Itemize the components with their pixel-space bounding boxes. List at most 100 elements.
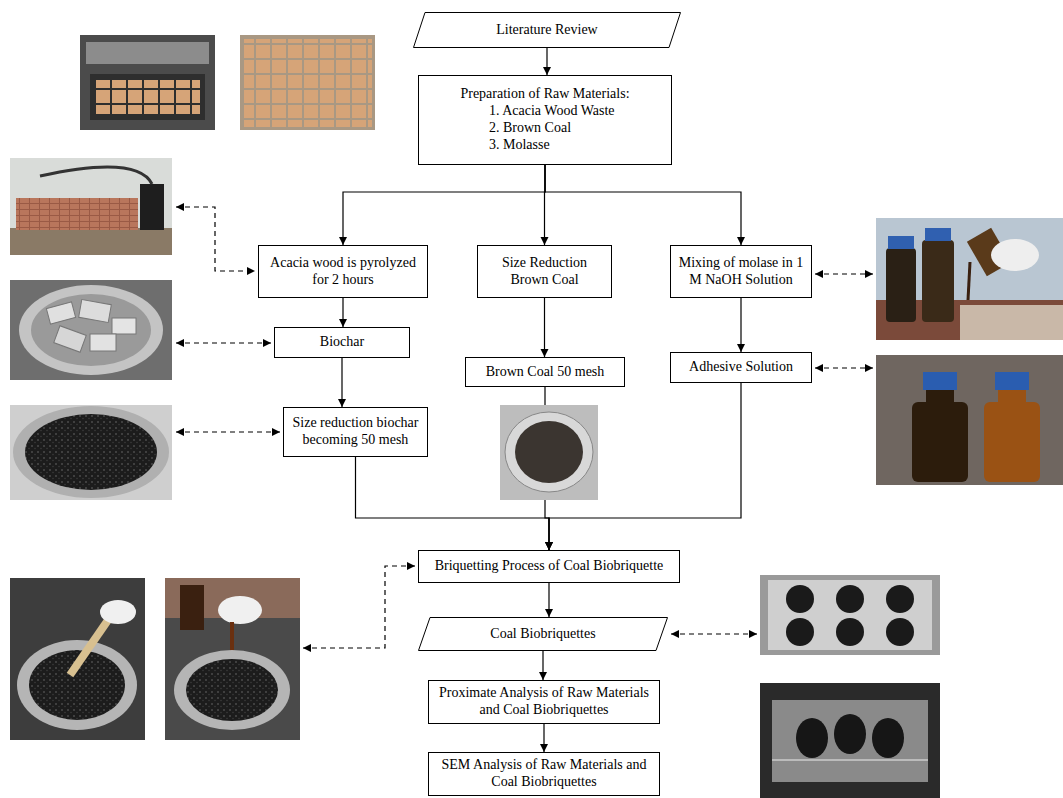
oven-photo-part (86, 42, 209, 64)
mixing-photo-part (10, 578, 145, 740)
briquettes-tray-photo-part (836, 585, 864, 613)
sieve-photo-part (515, 421, 583, 483)
parallelogram-shape (414, 13, 681, 48)
briquettes-oven-photo-part (796, 718, 828, 758)
biochar-photo-part (90, 334, 116, 351)
parallelogram-shape (419, 618, 668, 651)
flow-arrow (740, 298, 741, 352)
dashed-leader-part (815, 273, 873, 274)
dashed-leader-part (176, 207, 255, 271)
flow-arrow (342, 298, 343, 327)
node-label: Mixing of molase in 1 M NaOH Solution (677, 255, 805, 289)
bottles-photo-part (995, 372, 1029, 390)
briquettes-tray-photo-part (786, 585, 814, 613)
granules-photo (10, 405, 172, 500)
kiln-photo-part (16, 198, 138, 230)
biochar-photo (10, 280, 172, 380)
oven-photo (80, 35, 215, 130)
process-box: Brown Coal 50 mesh (465, 357, 625, 387)
pouring-photo-part (876, 218, 1063, 340)
briquettes-oven-photo (760, 683, 940, 798)
flow-arrow (546, 48, 547, 75)
dashed-leader-part (815, 367, 873, 368)
briquettes-tray-photo-part (836, 618, 864, 646)
node-label: Proximate Analysis of Raw Materials and … (435, 685, 653, 719)
node-label: Coal Biobriquettes (490, 626, 595, 643)
bottles-photo-part (984, 402, 1040, 482)
oven-photo-part (96, 80, 200, 114)
briquettes-tray-photo-part (768, 580, 932, 650)
pouring-photo-part (886, 248, 916, 322)
pouring-photo-part (888, 236, 914, 249)
briquettes-tray-photo-part (760, 575, 940, 655)
briquettes-tray-photo-part (886, 585, 914, 613)
mixing-photo-part (100, 600, 136, 624)
biochar-photo-part (54, 326, 86, 352)
node-label: Adhesive Solution (689, 359, 793, 376)
pouring-photo (876, 218, 1063, 340)
kiln-photo-part (40, 167, 152, 184)
flow-arrow (542, 651, 543, 680)
pouring-photo-part (922, 240, 954, 322)
adhesive-pouring-photo-part (218, 596, 262, 624)
list-item: 3. Molasse (489, 137, 550, 154)
process-box: Adhesive Solution (670, 352, 812, 383)
process-box: Size Reduction Brown Coal (477, 245, 612, 298)
flow-arrow (343, 165, 545, 245)
flow-arrow (341, 358, 342, 407)
process-box: Biochar (274, 327, 410, 358)
flow-arrow (548, 583, 549, 617)
node-label: Brown Coal 50 mesh (486, 364, 605, 381)
process-box: SEM Analysis of Raw Materials and Coal B… (428, 752, 660, 796)
wood-blocks-photo-part (244, 39, 372, 127)
process-box: Mixing of molase in 1 M NaOH Solution (670, 245, 812, 298)
process-box: Proximate Analysis of Raw Materials and … (428, 680, 660, 724)
adhesive-pouring-photo-part (165, 578, 300, 740)
kiln-photo-part (10, 158, 172, 255)
node-label: Biochar (320, 334, 364, 351)
node-label: Size reduction biochar becoming 50 mesh (290, 415, 421, 449)
granules-photo-part (25, 414, 157, 490)
briquettes-tray-photo-part (786, 618, 814, 646)
list-item: 1. Acacia Wood Waste (489, 103, 615, 120)
wood-blocks-photo-part (240, 35, 375, 130)
adhesive-pouring-photo-part (180, 585, 204, 630)
io-parallelogram: Coal Biobriquettes (418, 617, 668, 651)
node-label: Literature Review (496, 22, 597, 39)
briquettes-oven-photo-part (772, 759, 928, 761)
dashed-leader-part (176, 431, 280, 432)
kiln-photo (10, 158, 172, 255)
kiln-photo-part (140, 184, 164, 230)
dashed-leader-part (303, 566, 415, 648)
io-parallelogram: Literature Review (413, 12, 681, 48)
granules-photo-part (10, 405, 172, 500)
biochar-photo-part (79, 300, 112, 323)
kiln-photo-part (10, 228, 172, 255)
mixing-photo (10, 578, 145, 740)
bottles-photo-part (876, 355, 1063, 485)
flow-arrow (545, 165, 741, 245)
briquettes-oven-photo-part (760, 683, 940, 798)
flow-arrow (544, 298, 545, 357)
oven-photo-part (90, 74, 205, 120)
adhesive-pouring-photo-part (174, 650, 290, 730)
biochar-photo-part (31, 294, 151, 366)
biochar-photo-part (112, 318, 136, 334)
adhesive-pouring-photo-part (186, 659, 278, 721)
sieve-photo-part (500, 405, 598, 500)
process-box: Size reduction biochar becoming 50 mesh (283, 407, 428, 457)
oven-photo-part (80, 35, 215, 130)
list-item: 2. Brown Coal (489, 120, 571, 137)
node-label: Size Reduction Brown Coal (484, 255, 605, 289)
process-box: Preparation of Raw Materials:1. Acacia W… (418, 75, 672, 165)
wood-blocks-photo (240, 35, 375, 130)
briquettes-tray-photo-part (886, 618, 914, 646)
mixing-photo-part (17, 640, 137, 730)
pouring-photo-part (960, 305, 1063, 340)
granules-photo-part (13, 406, 169, 498)
pouring-photo-part (925, 228, 951, 241)
dashed-leader (176, 207, 873, 648)
biochar-photo-part (19, 285, 163, 375)
bottles-photo (876, 355, 1063, 485)
sieve-photo-part (505, 412, 593, 492)
